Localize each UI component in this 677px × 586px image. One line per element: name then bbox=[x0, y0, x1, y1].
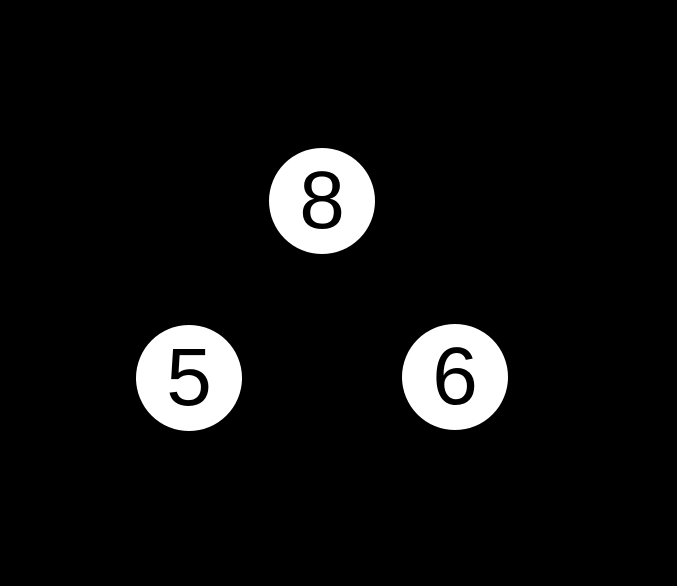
tree-node-bottom-left: 5 bbox=[136, 325, 242, 431]
tree-node-top: 8 bbox=[269, 148, 375, 254]
tree-node-bottom-right: 6 bbox=[402, 324, 508, 430]
node-value-label: 8 bbox=[299, 155, 345, 246]
node-value-label: 5 bbox=[166, 332, 212, 423]
node-value-label: 6 bbox=[432, 331, 478, 422]
